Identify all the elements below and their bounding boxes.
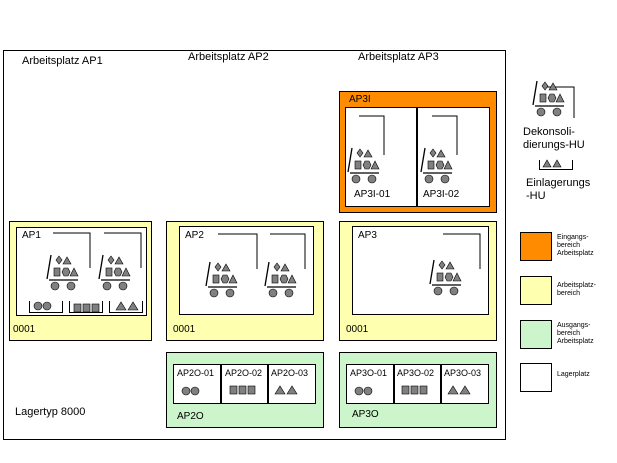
legend-swatch-storage-bin <box>520 363 552 392</box>
bin-label-ap3i-01: AP3I-01 <box>354 189 391 200</box>
legend-swatch-outbound <box>520 320 552 349</box>
legend-label-outbound: Ausgangs- bereich Arbeitsplatz <box>557 322 594 346</box>
cart-icon <box>205 261 238 298</box>
work-area-code-ap1: 0001 <box>13 324 36 335</box>
shapes-group-icon <box>447 385 471 395</box>
cart-icon <box>264 261 297 298</box>
cart-icon <box>347 147 380 184</box>
work-area-label-ap2: AP2 <box>185 230 204 241</box>
cart-icon <box>420 147 453 184</box>
outbound-area-label-ap3o: AP3O <box>352 409 379 420</box>
legend-swatch-work-area <box>520 276 552 305</box>
bin-hanger-icon <box>104 232 142 268</box>
work-area-code-ap2: 0001 <box>173 324 196 335</box>
shapes-group-icon <box>229 385 256 395</box>
shapes-group-icon <box>115 301 139 311</box>
legend-swatch-inbound <box>520 232 552 261</box>
hu-tray-small-3 <box>109 301 143 313</box>
bin-hanger-icon <box>53 232 91 268</box>
bin-label-ap3i-02: AP3I-02 <box>423 189 460 200</box>
work-area-label-ap1: AP1 <box>22 230 41 241</box>
workstation-title-ap2: Arbeitsplatz AP2 <box>188 51 269 63</box>
storage-bin-ap3 <box>352 226 489 315</box>
hu-tray-small-1 <box>29 301 63 313</box>
bin-hanger-icon <box>432 115 458 155</box>
shapes-group-icon <box>33 301 52 311</box>
legend-deconsolidation-hu-label: Dekonsoli- dierungs-HU <box>523 126 585 151</box>
legend-label-inbound: Eingangs- bereich Arbeitsplatz <box>557 234 594 258</box>
hu-tray-icon <box>542 159 562 168</box>
bin-label-ap3o-03: AP3O-03 <box>444 368 482 378</box>
shapes-group-icon <box>274 385 298 395</box>
workstation-title-ap1: Arbeitsplatz AP1 <box>22 55 103 67</box>
hu-tray-small-2 <box>69 301 103 313</box>
outbound-area-label-ap2o: AP2O <box>177 411 204 422</box>
storage-bin-ap2 <box>179 226 314 315</box>
shapes-group-icon <box>401 385 428 395</box>
work-area-label-ap3: AP3 <box>358 230 377 241</box>
storage-bin-ap3o-03 <box>441 364 489 404</box>
cart-icon <box>429 259 462 296</box>
bin-label-ap2o-01: AP2O-01 <box>177 368 215 378</box>
storage-bin-ap2o-03 <box>268 364 316 404</box>
workstation-title-ap3: Arbeitsplatz AP3 <box>358 51 439 63</box>
storage-bin-ap3i-01 <box>345 107 417 207</box>
shapes-group-icon <box>181 386 200 396</box>
cart-icon <box>532 80 565 117</box>
storage-bin-ap2o-02 <box>221 364 268 404</box>
shapes-group-icon <box>73 303 100 313</box>
inbound-area-label: AP3I <box>349 94 371 105</box>
legend-putaway-hu-label: Einlagerungs -HU <box>526 177 591 202</box>
bin-hanger-icon <box>218 233 258 269</box>
work-area-code-ap3: 0001 <box>346 324 369 335</box>
storage-bin-ap3i-02 <box>417 107 490 207</box>
storage-type-label: Lagertyp 8000 <box>15 406 86 418</box>
bin-hanger-icon <box>547 86 575 118</box>
shapes-group-icon <box>354 386 373 396</box>
legend-label-work-area: Arbeitsplatz- bereich <box>557 282 596 298</box>
bin-label-ap3o-01: AP3O-01 <box>350 368 388 378</box>
storage-bin-ap3o-01 <box>346 364 394 404</box>
bin-label-ap3o-02: AP3O-02 <box>397 368 435 378</box>
bin-label-ap2o-03: AP2O-03 <box>271 368 309 378</box>
bin-hanger-icon <box>270 233 306 269</box>
bin-hanger-icon <box>359 115 385 155</box>
legend-label-storage-bin: Lagerplatz <box>557 371 590 378</box>
bin-label-ap2o-02: AP2O-02 <box>225 368 263 378</box>
storage-bin-ap2o-01 <box>173 364 221 404</box>
storage-type-frame <box>3 50 506 440</box>
bin-hanger-icon <box>443 233 481 269</box>
cart-icon <box>46 254 79 291</box>
storage-bin-ap3o-02 <box>394 364 441 404</box>
cart-icon <box>98 254 131 291</box>
legend-hu-tray <box>539 160 573 170</box>
